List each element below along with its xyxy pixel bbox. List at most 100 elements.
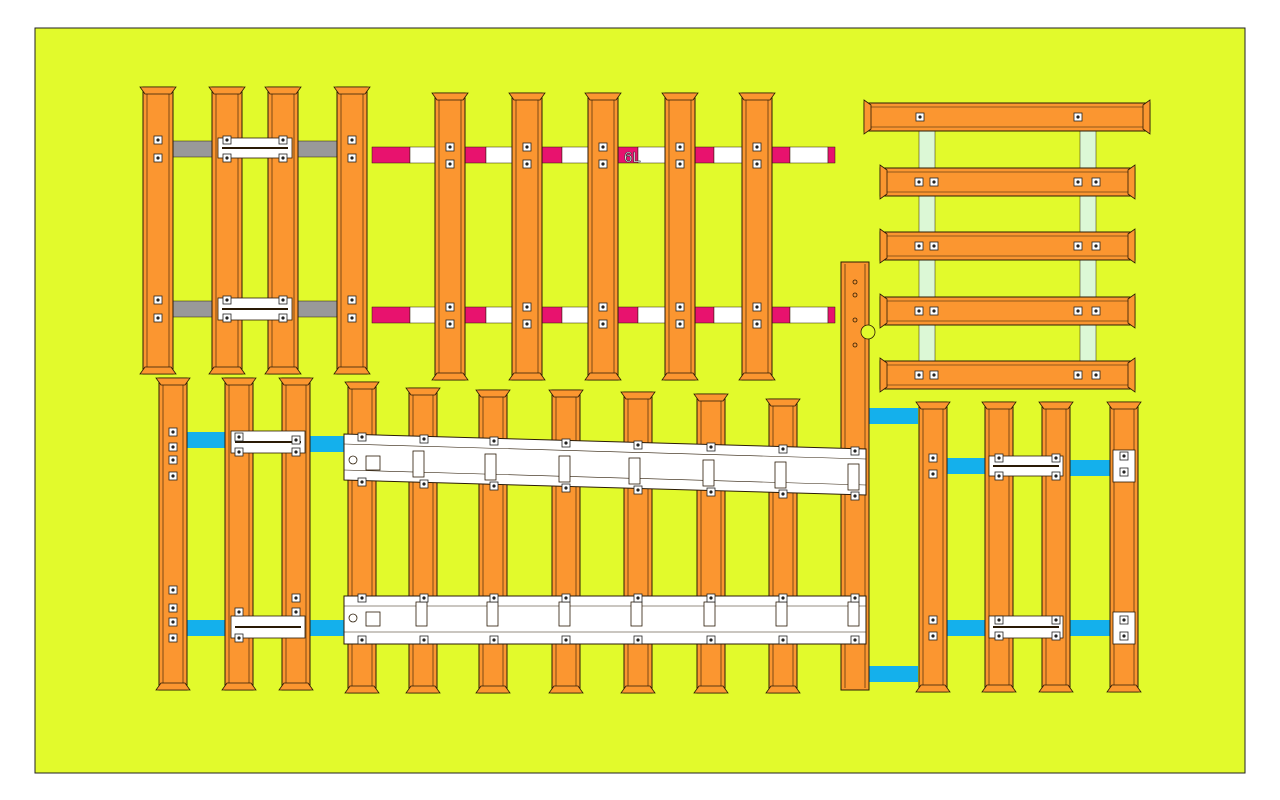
sleeper-end-flare	[981, 401, 1017, 410]
sleeper	[434, 92, 466, 381]
blue-rail	[1067, 620, 1111, 636]
fastener-bolt	[636, 638, 640, 642]
sleeper-end-flare	[879, 228, 888, 264]
sleeper-end-flare	[620, 685, 656, 694]
fastener-bolt	[755, 322, 759, 326]
fastener-bolt	[931, 472, 935, 476]
sleeper-end-flare	[344, 381, 380, 390]
fastener-bolt	[918, 115, 922, 119]
blue-rail	[308, 436, 348, 452]
plate-end-block	[365, 611, 381, 627]
fastener-bolt	[1094, 180, 1098, 184]
fastener-bolt	[294, 438, 298, 442]
fastener-bolt	[171, 474, 175, 478]
fastener-bolt	[492, 439, 496, 443]
clamp-block	[628, 457, 641, 485]
plate-hole	[348, 613, 358, 623]
sleeper-end-flare	[405, 387, 441, 396]
sleeper-end-flare	[208, 366, 246, 375]
fastener-bolt	[781, 447, 785, 451]
sleeper-end-flare	[693, 685, 729, 694]
magenta-rail-segment	[827, 306, 836, 324]
clamp-block	[412, 450, 425, 478]
fastener-bolt	[1076, 115, 1080, 119]
fastener-bolt	[237, 450, 241, 454]
magenta-rail-segment	[371, 306, 411, 324]
sleeper-end-flare	[981, 684, 1017, 693]
fastener-bolt	[171, 588, 175, 592]
fastener-bolt	[601, 145, 605, 149]
fastener-bolt	[601, 305, 605, 309]
fastener-bolt	[1076, 180, 1080, 184]
fastener-bolt	[1054, 456, 1058, 460]
fastener-bolt	[781, 596, 785, 600]
fastener-bolt	[360, 435, 364, 439]
sleeper-end-flare	[1127, 164, 1136, 200]
fastener-bolt	[360, 596, 364, 600]
fastener-bolt	[853, 638, 857, 642]
fastener-bolt	[678, 322, 682, 326]
sleeper-bolt-hole	[852, 279, 858, 285]
fastener-bolt	[1076, 373, 1080, 377]
fastener-bolt	[932, 373, 936, 377]
fastener-bolt	[709, 638, 713, 642]
sleeper-end-flare	[344, 685, 380, 694]
clamp-block	[847, 463, 860, 491]
sleeper-end-flare	[863, 99, 872, 135]
blue-rail	[308, 620, 348, 636]
clamp-block	[630, 601, 643, 627]
marker-label: 6L	[624, 149, 641, 166]
fastener-bolt	[171, 636, 175, 640]
sleeper	[142, 86, 174, 375]
fastener-bolt	[917, 244, 921, 248]
fastener-bolt	[853, 494, 857, 498]
sleeper-end-flare	[661, 92, 699, 101]
clamp-block	[558, 601, 571, 627]
fastener-bolt	[709, 490, 713, 494]
rail-plate	[343, 433, 867, 496]
fastener-bolt	[1054, 634, 1058, 638]
sleeper-end-flare	[1142, 99, 1151, 135]
fastener-bolt	[281, 316, 285, 320]
sleeper-end-flare	[139, 366, 177, 375]
sleeper-end-flare	[620, 391, 656, 400]
sleeper-end-flare	[208, 86, 246, 95]
fastener-bolt	[422, 482, 426, 486]
fastener-bolt	[1076, 309, 1080, 313]
fastener-bolt	[564, 486, 568, 490]
sleeper	[211, 86, 243, 375]
fastener-bolt	[525, 305, 529, 309]
fasteners-group	[153, 112, 1129, 645]
fastener-bolt	[237, 435, 241, 439]
sleeper-bolt-hole	[852, 342, 858, 348]
fastener-bolt	[564, 638, 568, 642]
fastener-bolt	[225, 156, 229, 160]
sleeper-end-flare	[508, 372, 546, 381]
clamp-block	[486, 601, 499, 627]
fastener-bolt	[281, 156, 285, 160]
sleeper-end-flare	[584, 372, 622, 381]
sleeper-end-flare	[431, 372, 469, 381]
fastener-bolt	[360, 638, 364, 642]
magenta-rail-segment	[789, 146, 829, 164]
fastener-bolt	[601, 162, 605, 166]
sleeper-end-flare	[693, 393, 729, 402]
fastener-bolt	[781, 492, 785, 496]
fastener-bolt	[678, 305, 682, 309]
sleeper-end-flare	[221, 682, 257, 691]
fastener-bolt	[294, 450, 298, 454]
magenta-rail-segment	[371, 146, 411, 164]
sleeper-end-flare	[1127, 228, 1136, 264]
sleeper-end-flare	[765, 398, 801, 407]
fastener-bolt	[156, 138, 160, 142]
sleeper-end-flare	[333, 86, 371, 95]
fastener-bolt	[237, 636, 241, 640]
fastener-bolt	[997, 474, 1001, 478]
sleeper-end-flare	[738, 92, 776, 101]
sleeper-end-flare	[139, 86, 177, 95]
fastener-bolt	[1094, 309, 1098, 313]
fastener-bolt	[636, 488, 640, 492]
rail-plate-edge	[343, 443, 867, 460]
blue-rail	[187, 620, 232, 636]
